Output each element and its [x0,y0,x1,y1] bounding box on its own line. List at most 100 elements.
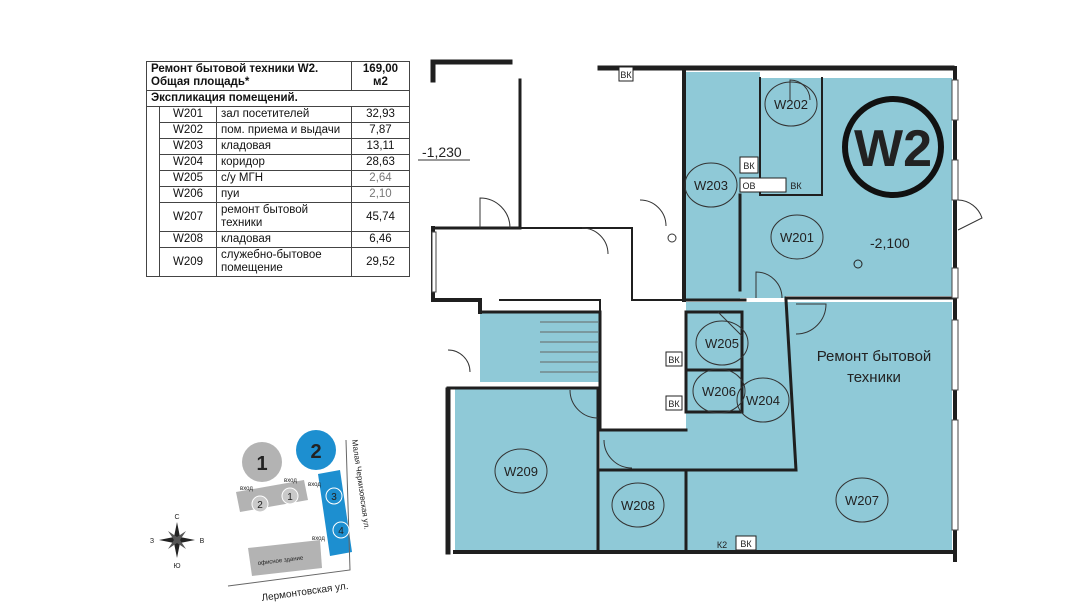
room-oval [695,320,749,366]
room-code: W201 [159,106,217,123]
tag-bk: ВК [668,399,680,409]
compass-ray [168,540,177,549]
entrance-label: вход [284,478,297,484]
compass-ray [177,540,186,549]
level-mark-1: -1,230 [422,144,462,160]
table-row: W203 кладовая 13,11 [147,138,410,155]
wall-lobby [499,299,601,313]
room-name: зал посетителей [216,106,352,123]
room-label-w209: W209 [504,464,538,479]
window-left-1 [431,231,437,293]
tag-bk: ВК [740,539,752,549]
table-row: W207 ремонт бытовой техники 45,74 [147,202,410,232]
window-right-2 [951,159,959,201]
room-area: 28,63 [351,154,410,171]
entrance-number: 4 [338,526,344,537]
room-oval [764,81,818,127]
compass-ray [177,531,186,540]
tag-bk: ВК [790,181,802,191]
wall-stair-inner [598,380,688,432]
room-labels: W203 W202 W201 W205 W206 W204 W209 W208 … [494,81,931,528]
wc-fixture [667,233,677,243]
room-fill-stair [480,312,600,382]
room-code: W208 [159,231,217,248]
wall-entry-right [519,227,687,301]
table-row: W208 кладовая 6,46 [147,231,410,248]
door-w207-corr [795,303,827,335]
level-mark-icon [853,259,863,269]
table-row: W209 служебно-бытовое помещение 29,52 [147,247,410,277]
tag-bk: ВК [743,161,755,171]
unit-badge-label: W2 [854,120,932,178]
room-code: W203 [159,138,217,155]
site-map: 1 2 2 1 3 4 вход вход вход вход офисное … [227,430,372,604]
entrance-badge [251,495,269,513]
tag-box [618,66,634,82]
room-oval [692,368,746,414]
tag-k2: К2 [717,540,727,550]
table-row: W205 с/у МГН 2,64 [147,170,410,187]
street-line [227,439,351,587]
wall-w209-top [446,386,600,554]
entrance-badge [281,487,299,505]
compass-rose-icon: С Ю З В [150,514,205,570]
room-fill-w206 [686,372,742,412]
entrance-number: 2 [257,500,263,511]
door-w205 [717,311,743,337]
door-lobby [581,227,609,255]
compass-n: С [174,514,179,521]
entrance-number: 1 [287,492,293,503]
room-name: служебно-бытовое помещение [216,247,352,277]
room-label-w208: W208 [621,498,655,513]
entrance-label: вход [308,482,321,488]
main-room-title-2: техники [847,369,901,386]
explication-table: Ремонт бытовой техники W2. Общая площадь… [146,61,410,277]
entrance-label: вход [240,486,253,492]
room-code: W204 [159,154,217,171]
room-label-w202: W202 [774,97,808,112]
room-code: W205 [159,170,217,187]
wall-outer-top-left [430,59,513,83]
door-left [447,349,471,373]
tag-box [665,351,683,367]
legend-total-area: 169,00 м2 [351,61,410,91]
window-right-4 [951,319,959,391]
windows [431,79,959,531]
tag-box [735,535,757,551]
room-fill-w208 [598,470,686,550]
door-w208 [603,439,633,469]
window-right-1 [951,79,959,121]
room-oval [611,482,665,528]
entrance-badge [325,487,343,505]
room-label-w203: W203 [694,178,728,193]
compass-ray [174,540,180,558]
room-oval [494,448,548,494]
compass-e: В [200,538,205,545]
building-1-number: 1 [256,453,267,475]
tag-ov: ОВ [742,181,755,191]
room-area: 2,64 [351,170,410,187]
entrance-badge [332,521,350,539]
wall-w202-box [759,77,823,196]
room-area: 29,52 [351,247,410,277]
legend-title-cell: Ремонт бытовой техники W2. Общая площадь… [146,61,352,91]
level-mark-2: -2,100 [870,235,910,251]
unit-badge: W2 [842,96,944,198]
building-2-number: 2 [310,441,321,463]
building-1-badge [242,442,282,482]
doors [447,79,983,469]
room-label-w204: W204 [746,393,780,408]
room-code: W209 [159,247,217,277]
compass-ray [168,531,177,540]
room-name: кладовая [216,231,352,248]
table-row: W201 зал посетителей 32,93 [146,106,410,277]
room-fill-w203 [686,72,760,300]
room-oval [684,162,738,208]
room-oval [736,377,790,423]
entrance-number: 3 [331,492,337,503]
room-oval [835,477,889,523]
tag-bk: ВК [620,70,632,80]
tag-bk: ВК [668,355,680,365]
door-entry [479,197,511,229]
